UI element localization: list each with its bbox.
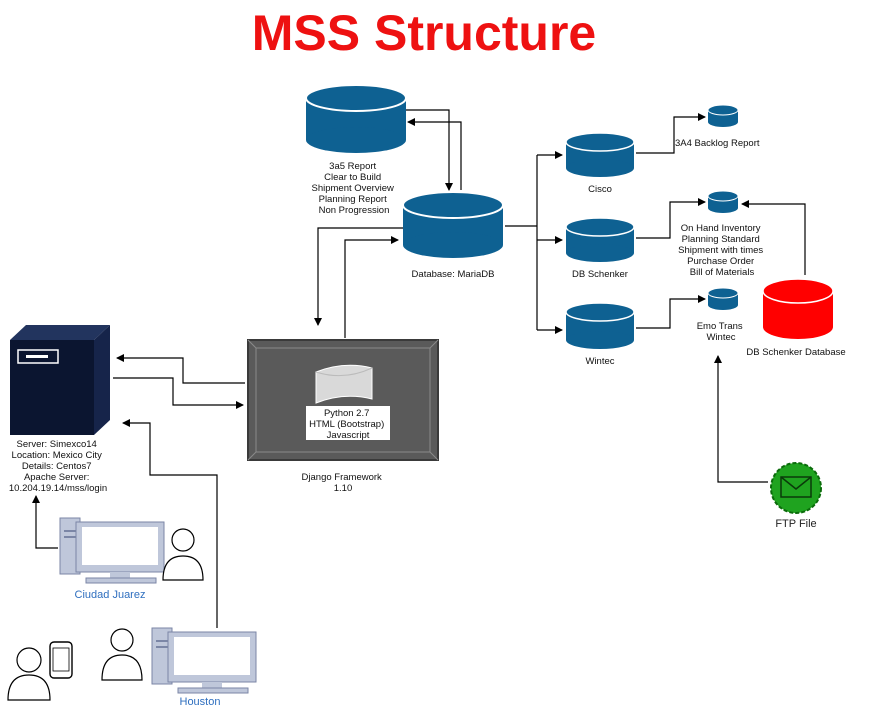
juarez-location-label: Ciudad Juarez xyxy=(75,589,146,601)
server-details-label: Server: Simexco14 Location: Mexico City … xyxy=(9,439,107,494)
connectors xyxy=(32,109,806,628)
juarez-user-icon xyxy=(162,528,204,581)
houston-location-label: Houston xyxy=(180,696,221,708)
backlog-report-label: 3A4 Backlog Report xyxy=(675,138,760,149)
django-framework-box xyxy=(247,339,439,461)
schenker-database-label: DB Schenker Database xyxy=(746,347,845,358)
mariadb-label: Database: MariaDB xyxy=(412,269,495,280)
houston-computer-icon xyxy=(151,627,257,694)
wintec-label: Wintec xyxy=(585,356,614,367)
db-schenker-database-icon xyxy=(565,217,635,262)
wintec-database-icon xyxy=(565,302,635,349)
db-schenker-label: DB Schenker xyxy=(572,269,628,280)
reports-database-label: 3a5 Report Clear to Build Shipment Overv… xyxy=(311,161,396,216)
cisco-label: Cisco xyxy=(588,184,612,195)
mobile-phone-icon xyxy=(49,641,73,679)
framework-tech-list: Python 2.7 HTML (Bootstrap) Javascript xyxy=(309,408,387,441)
backlog-report-database-icon xyxy=(707,104,739,127)
houston-user-icon xyxy=(7,647,51,701)
inventory-database-icon xyxy=(707,190,739,213)
framework-label: Django Framework 1.10 xyxy=(302,472,385,494)
envelope-icon xyxy=(770,462,822,514)
juarez-computer-icon xyxy=(59,517,165,584)
server-tower-icon xyxy=(10,325,110,435)
diagram-title: MSS Structure xyxy=(252,5,597,61)
houston-user-2-icon xyxy=(101,628,143,681)
schenker-outputs-label: On Hand Inventory Planning Standard Ship… xyxy=(678,223,766,278)
schenker-database-icon xyxy=(762,278,834,339)
reports-database-icon xyxy=(305,84,407,153)
emo-trans-database-icon xyxy=(707,287,739,310)
ftp-label: FTP File xyxy=(775,518,816,530)
wintec-outputs-label: Emo Trans Wintec xyxy=(697,321,746,343)
mariadb-database-icon xyxy=(402,191,504,258)
cisco-database-icon xyxy=(565,132,635,177)
